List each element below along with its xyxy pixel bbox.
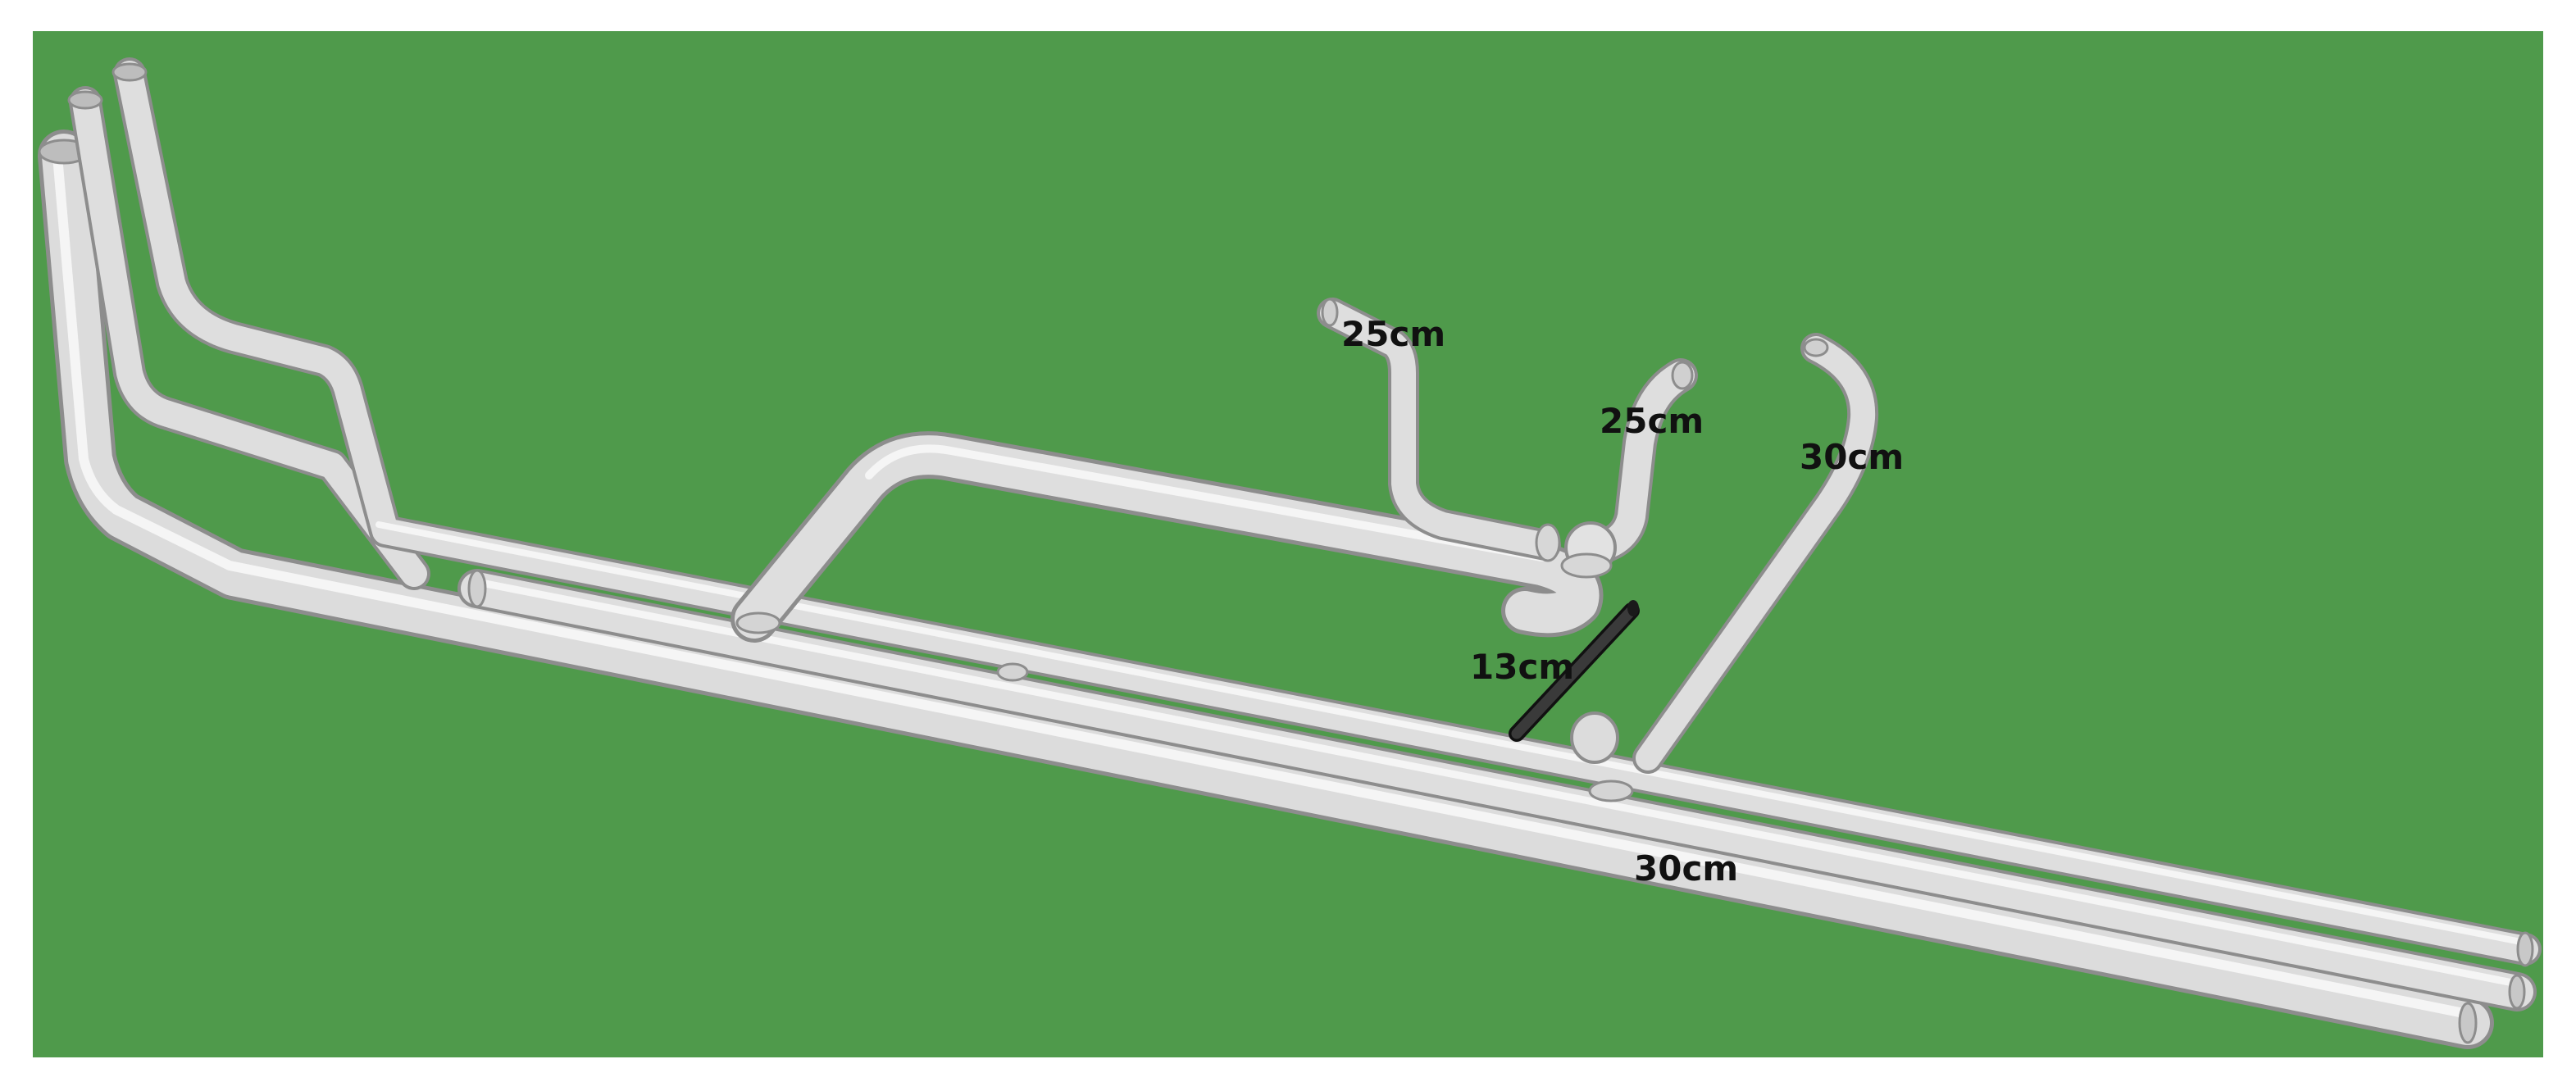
pipe-fitting [1535, 521, 1617, 579]
pipe-riser-right [1632, 333, 1879, 774]
label-branch-left: 25cm [1341, 314, 1445, 354]
dark-rod [1509, 600, 1640, 742]
label-main-run: 30cm [1634, 848, 1738, 889]
pipe-main-middle [67, 86, 2537, 1011]
label-dark-rod: 13cm [1470, 647, 1574, 687]
pipe-branch-left [1317, 298, 1561, 561]
pipe-loop [730, 431, 1604, 643]
run-joints [735, 611, 1634, 802]
label-riser-right: 30cm [1800, 437, 1904, 477]
pipe-branch-right [1590, 358, 1698, 562]
tee-fitting [1570, 711, 1619, 764]
pipe-main-top [112, 57, 2542, 967]
pipe-main-bottom [38, 130, 2494, 1049]
label-branch-right: 25cm [1600, 401, 1704, 441]
